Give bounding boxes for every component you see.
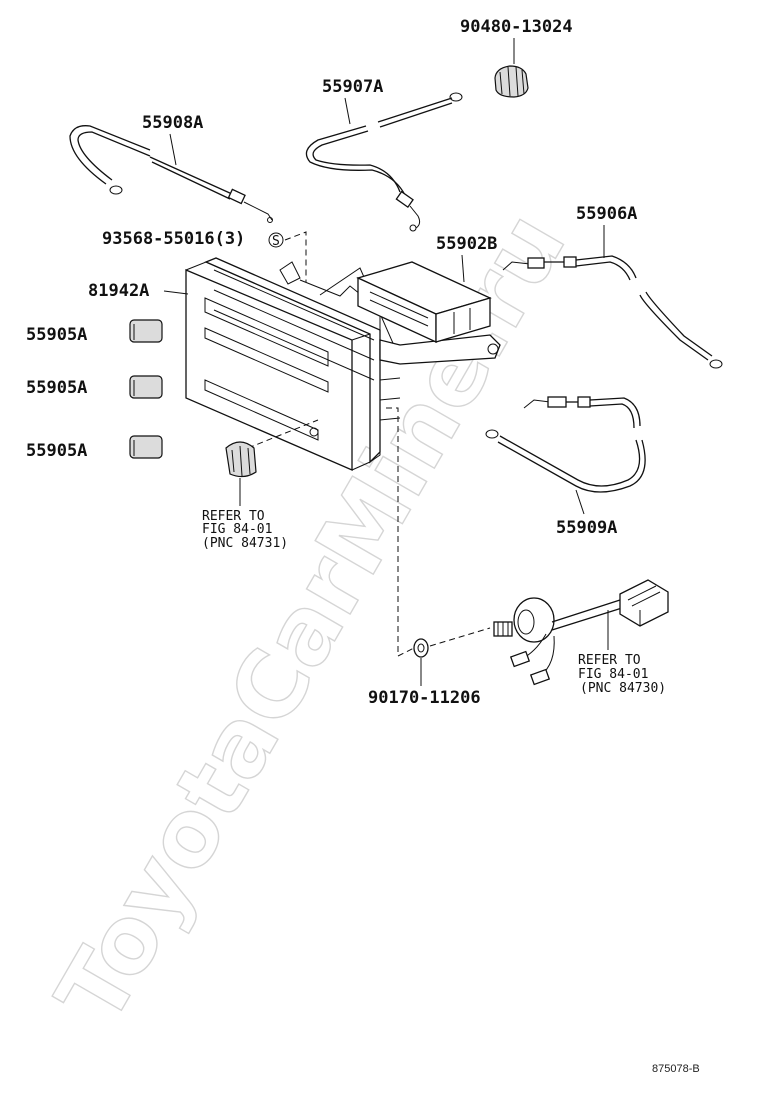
rotary-knob xyxy=(225,441,257,478)
knob-55905a-3 xyxy=(129,435,163,459)
cable-55906a xyxy=(502,255,723,369)
watermark: ToyotaCarMine.ru xyxy=(36,195,586,1041)
cable-55908a xyxy=(69,125,273,223)
knob-refer-line3: (PNC 84731) xyxy=(202,536,288,551)
cable-55907a xyxy=(305,92,463,232)
cable-55909a xyxy=(485,396,646,493)
control-panel-81942a xyxy=(185,261,372,471)
heater-control-body xyxy=(204,257,501,464)
blower-refer-line3: (PNC 84730) xyxy=(580,681,666,696)
knob-55905a-2 xyxy=(129,375,163,399)
knob-55905a-1 xyxy=(129,319,163,343)
grommet-part xyxy=(494,65,529,98)
part-number-55905a-2: 55905A xyxy=(26,378,87,398)
part-number-55907a: 55907A xyxy=(322,77,383,97)
blower-refer-line1: REFER TO xyxy=(578,653,641,668)
knob-refer-line1: REFER TO xyxy=(202,509,265,524)
part-number-55906a: 55906A xyxy=(576,204,637,224)
amplifier-55902b xyxy=(356,261,492,344)
part-number-55909a: 55909A xyxy=(556,518,617,538)
diagram-code: 875078-B xyxy=(652,1063,700,1075)
s-symbol-icon xyxy=(268,232,284,248)
part-number-55905a-3: 55905A xyxy=(26,441,87,461)
blower-refer-line2: FIG 84-01 xyxy=(578,667,648,682)
part-number-55902b: 55902B xyxy=(436,234,497,254)
part-number-55905a-1: 55905A xyxy=(26,325,87,345)
blower-switch-assembly xyxy=(493,579,669,686)
part-number-90480-13024: 90480-13024 xyxy=(460,17,573,37)
part-number-93568-55016: 93568-55016(3) xyxy=(102,229,245,249)
part-number-90170-11206: 90170-11206 xyxy=(368,688,481,708)
knob-refer-line2: FIG 84-01 xyxy=(202,522,272,537)
washer-90170-11206 xyxy=(413,638,429,658)
part-number-81942a: 81942A xyxy=(88,281,149,301)
s-symbol-label: S xyxy=(272,234,280,249)
part-number-55908a: 55908A xyxy=(142,113,203,133)
